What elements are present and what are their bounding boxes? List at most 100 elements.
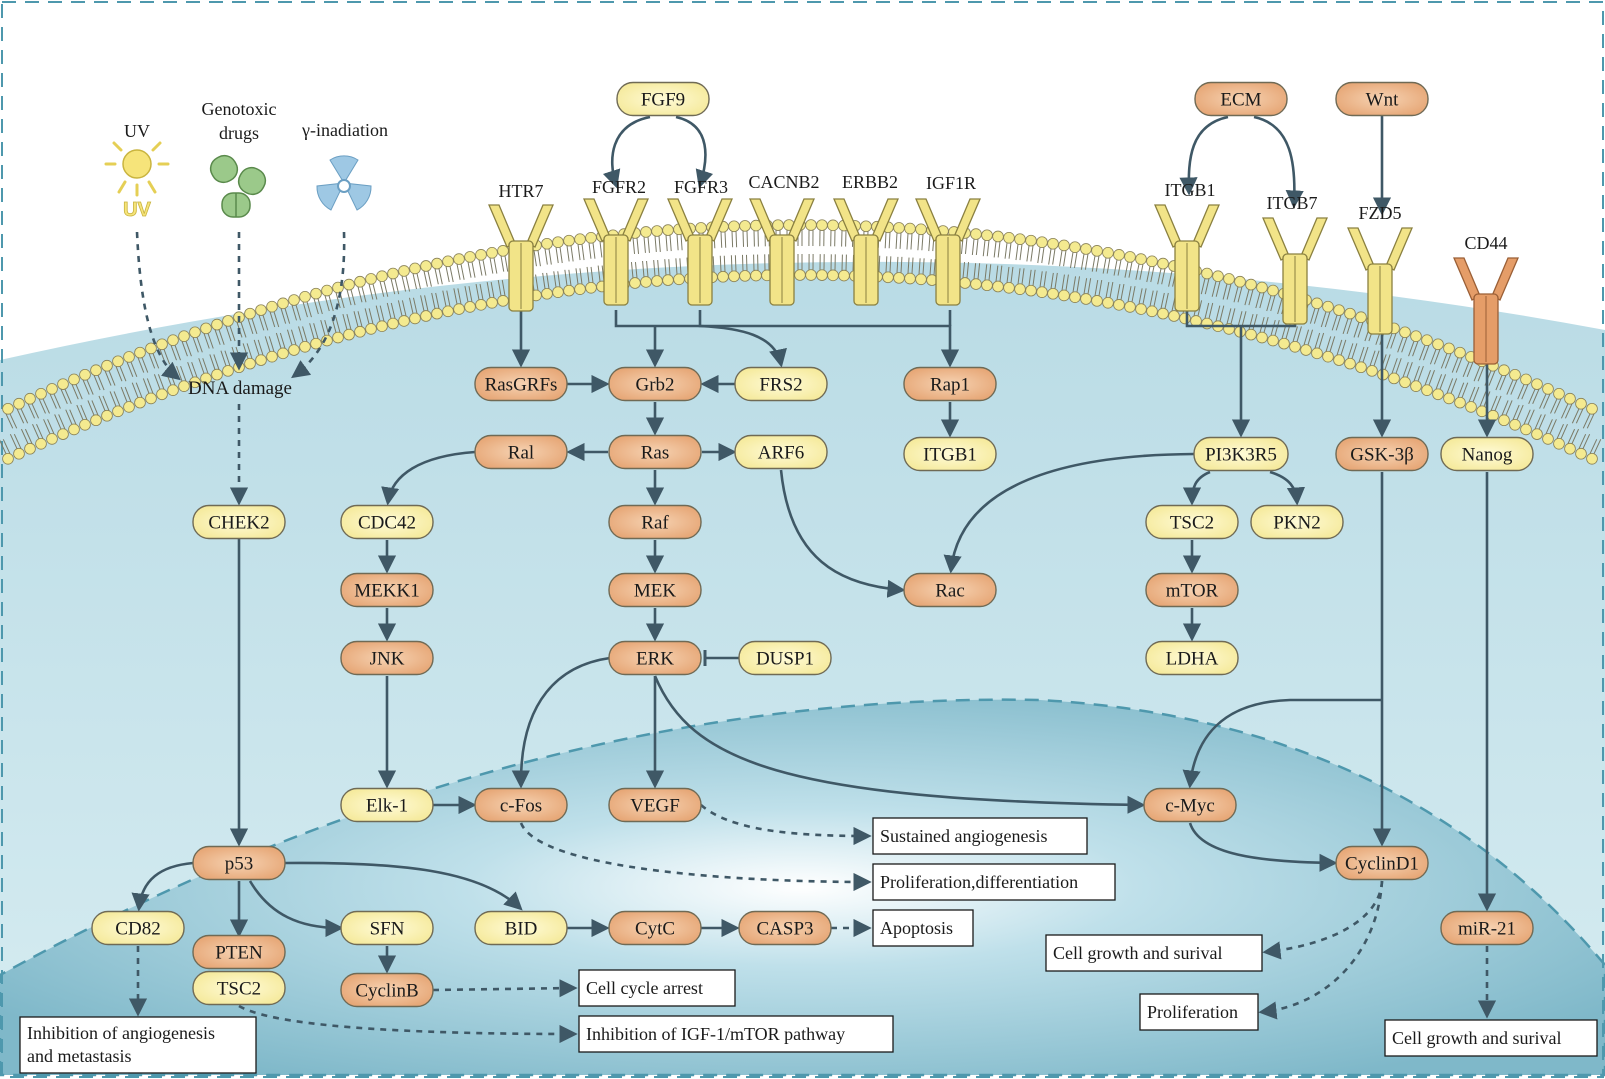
node-jnk-label: JNK [370,649,405,670]
receptor-fgfr3-glyph [667,198,733,306]
node-cyclinb: CyclinB [340,972,434,1008]
node-fgf9: FGF9 [616,81,710,117]
edge-arf6-rac [779,469,906,598]
outcome-cell-growth-2: Cell growth and surival [1384,1019,1598,1057]
node-elk1-label: Elk-1 [366,796,408,817]
edge-cfos-prolif [519,822,872,892]
node-sfn-label: SFN [370,919,405,940]
edge-fgf9-fgfr3 [675,115,714,189]
outcome-cell-cycle-arrest: Cell cycle arrest [578,969,736,1007]
node-cyclinb-label: CyclinB [355,981,418,1002]
edge-gamma-dna [291,231,346,379]
receptor-itgb7-label: ITGB7 [1267,193,1318,213]
outcome-cell-growth-1: Cell growth and surival [1045,934,1263,972]
node-ecm: ECM [1194,81,1288,117]
node-mek: MEK [608,572,702,608]
node-gsk3b: GSK-3β [1335,436,1429,472]
edge-gsk3b-cmyc [1182,698,1382,789]
receptor-cd44-glyph [1453,257,1519,365]
edge-vegf-angio [700,804,872,846]
node-pkn2: PKN2 [1250,504,1344,540]
node-cyclind1: CyclinD1 [1335,845,1429,881]
edge-erk-cfos [511,656,611,789]
node-p53-label: p53 [225,854,254,875]
node-chek2: CHEK2 [192,504,286,540]
receptor-igf1r-glyph [915,198,981,306]
node-wnt: Wnt [1335,81,1429,117]
node-nanog: Nanog [1440,436,1534,472]
node-mekk1-label: MEKK1 [354,581,419,602]
node-grb2: Grb2 [608,366,702,402]
node-erk: ERK [608,640,702,676]
node-frs2-label: FRS2 [759,375,802,396]
node-rac-label: Rac [935,581,965,602]
edge-pi3k-tsc2 [1182,470,1211,506]
node-p53: p53 [192,845,286,881]
receptor-fgfr2-glyph [583,198,649,306]
node-raf-label: Raf [641,513,669,534]
edge-p53-bid [284,861,523,911]
outcome-proliferation: Proliferation [1139,993,1259,1031]
node-grb2-label: Grb2 [635,375,674,396]
node-sfn: SFN [340,910,434,946]
node-mekk1: MEKK1 [340,572,434,608]
receptor-cacnb2-glyph [749,198,815,306]
radiation-icon [316,155,372,211]
node-cd82: CD82 [91,910,185,946]
node-dusp1-label: DUSP1 [756,649,814,670]
outcome-inhib-angio-label-2: and metastasis [27,1046,131,1066]
outcome-prolif-diff: Proliferation,differentiation [872,863,1116,901]
node-cfos: c-Fos [474,787,568,823]
node-wnt-label: Wnt [1366,90,1399,111]
node-pi3k3r5-label: PI3K3R5 [1205,445,1277,466]
outcome-inhib-igf: Inhibition of IGF-1/mTOR pathway [578,1015,894,1053]
edge-ecm-itgb1 [1179,115,1229,196]
node-bid-label: BID [505,919,538,940]
node-itgb1-c-label: ITGB1 [923,445,977,466]
node-cfos-label: c-Fos [500,796,542,817]
outcome-proliferation-label: Proliferation [1147,1002,1238,1022]
receptor-erbb2-glyph [833,198,899,306]
node-tsc2-b-label: TSC2 [217,979,261,1000]
node-jnk: JNK [340,640,434,676]
receptor-itgb1-glyph [1154,204,1220,312]
node-casp3: CASP3 [738,910,832,946]
node-cdc42-label: CDC42 [358,513,416,534]
node-raf: Raf [608,504,702,540]
svg-text:UV: UV [123,199,151,221]
outcome-apoptosis: Apoptosis [872,909,974,947]
edge-p53-cd82 [131,861,194,912]
node-chek2-label: CHEK2 [208,513,269,534]
node-mir21: miR-21 [1440,910,1534,946]
receptor-erbb2-label: ERBB2 [842,172,898,192]
node-ras-label: Ras [641,443,670,464]
outcome-sustained-angio: Sustained angiogenesis [872,817,1088,855]
node-rasgrfs-label: RasGRFs [485,375,558,396]
outcome-cell-cycle-arrest-label: Cell cycle arrest [586,978,703,998]
node-bid: BID [474,910,568,946]
node-casp3-label: CASP3 [756,919,813,940]
node-cmyc: c-Myc [1143,787,1237,823]
node-cytc-label: CytC [635,919,675,940]
edge-cyclind1-growth [1262,880,1384,960]
node-cyclind1-label: CyclinD1 [1345,854,1419,875]
node-vegf: VEGF [608,787,702,823]
pills-icon [209,154,267,218]
receptor-fgfr3-label: FGFR3 [674,177,728,197]
outcome-inhib-angio-label-1: Inhibition of angiogenesis [27,1023,215,1043]
node-cytc: CytC [608,910,702,946]
stimulus-genotoxic-label-1: Genotoxic [202,99,277,119]
node-tsc2-a: TSC2 [1145,504,1239,540]
outcome-sustained-angio-label: Sustained angiogenesis [880,826,1047,846]
node-rap1: Rap1 [903,366,997,402]
node-ral: Ral [474,434,568,470]
node-vegf-label: VEGF [630,796,680,817]
receptor-fzd5-label: FZD5 [1358,203,1401,223]
edge-p53-sfn [248,880,344,938]
receptor-fzd5-glyph [1347,227,1413,335]
receptor-itgb1-label: ITGB1 [1165,180,1216,200]
node-ecm-label: ECM [1220,90,1261,111]
outcome-apoptosis-label: Apoptosis [880,918,953,938]
